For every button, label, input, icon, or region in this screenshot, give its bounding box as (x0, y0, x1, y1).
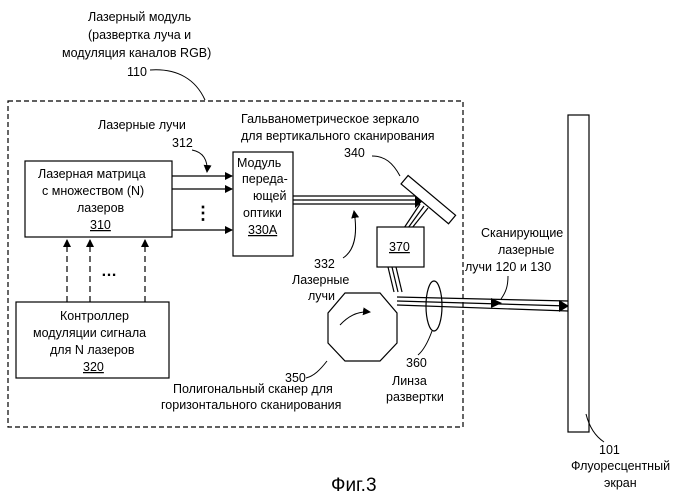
block-370-label: 370 (389, 240, 410, 254)
svg-text:330A: 330A (248, 223, 278, 237)
scanning-beams-leader (501, 276, 508, 299)
svg-text:Гальванометрическое зеркало: Гальванометрическое зеркало (241, 112, 419, 126)
figure-caption: Фиг.3 (331, 475, 377, 496)
polygon-scanner-label: 350 Полигональный сканер для горизонталь… (161, 371, 341, 412)
svg-text:Лазерные лучи: Лазерные лучи (98, 118, 186, 132)
fluorescent-screen-label: 101 Флуоресцентный экран (571, 443, 670, 490)
svg-text:Модуль: Модуль (237, 156, 281, 170)
svg-text:320: 320 (83, 360, 104, 374)
svg-text:для вертикального сканирования: для вертикального сканирования (241, 129, 435, 143)
svg-text:Лазерные: Лазерные (292, 273, 349, 287)
svg-text:101: 101 (599, 443, 620, 457)
svg-text:модуляция каналов RGB): модуляция каналов RGB) (62, 46, 211, 60)
svg-text:110: 110 (127, 65, 147, 79)
beams-to-galvo (293, 196, 420, 204)
scanning-beams-label: Сканирующие лазерные лучи 120 и 130 (465, 226, 563, 274)
module-label: Лазерный модуль (развертка луча и модуля… (62, 10, 211, 79)
svg-text:332: 332 (314, 257, 335, 271)
svg-text:оптики: оптики (243, 206, 282, 220)
svg-text:310: 310 (90, 218, 111, 232)
galvo-leader-line (372, 156, 400, 176)
svg-text:(развертка луча и: (развертка луча и (88, 28, 191, 42)
polygon-scanner (328, 293, 397, 361)
laser-beams-312-label: Лазерные лучи 312 (98, 118, 193, 150)
svg-text:лучи 120 и 130: лучи 120 и 130 (465, 260, 551, 274)
svg-text:Полигональный сканер для: Полигональный сканер для (173, 382, 333, 396)
svg-text:с множеством (N): с множеством (N) (42, 184, 144, 198)
svg-text:горизонтального сканирования: горизонтального сканирования (161, 398, 341, 412)
laser-beams-332-leader (343, 211, 356, 258)
svg-text:лазерные: лазерные (498, 243, 554, 257)
svg-text:Флуоресцентный: Флуоресцентный (571, 459, 670, 473)
svg-text:переда-: переда- (242, 172, 288, 186)
svg-text:для N лазеров: для N лазеров (50, 343, 135, 357)
vertical-ellipsis: ⋮ (194, 203, 212, 223)
svg-text:развертки: развертки (386, 390, 444, 404)
svg-text:ющей: ющей (253, 189, 286, 203)
svg-text:экран: экран (604, 476, 637, 490)
svg-text:лучи: лучи (308, 289, 335, 303)
beams-370-to-polygon (388, 267, 402, 292)
polygon-leader-line (306, 361, 327, 378)
svg-text:Лазерный модуль: Лазерный модуль (88, 10, 191, 24)
fluorescent-screen (568, 115, 589, 432)
beams-galvo-to-370 (404, 204, 428, 228)
svg-text:340: 340 (344, 146, 365, 160)
svg-text:лазеров: лазеров (77, 201, 125, 215)
svg-text:Линза: Линза (392, 374, 427, 388)
module-leader-line (150, 70, 205, 100)
laser-beams-312-leader (192, 150, 207, 172)
svg-text:360: 360 (406, 356, 427, 370)
svg-text:модуляции сигнала: модуляции сигнала (33, 326, 146, 340)
scan-lens-label: 360 Линза развертки (386, 356, 444, 404)
svg-text:Лазерная матрица: Лазерная матрица (38, 167, 146, 181)
scan-beams-to-screen (397, 297, 568, 311)
horizontal-ellipsis: … (101, 263, 117, 280)
scan-lens-leader (418, 331, 432, 355)
svg-text:Сканирующие: Сканирующие (481, 226, 563, 240)
svg-text:312: 312 (172, 136, 193, 150)
laser-beams-332-label: 332 Лазерные лучи (292, 257, 349, 303)
svg-text:Контроллер: Контроллер (60, 309, 129, 323)
